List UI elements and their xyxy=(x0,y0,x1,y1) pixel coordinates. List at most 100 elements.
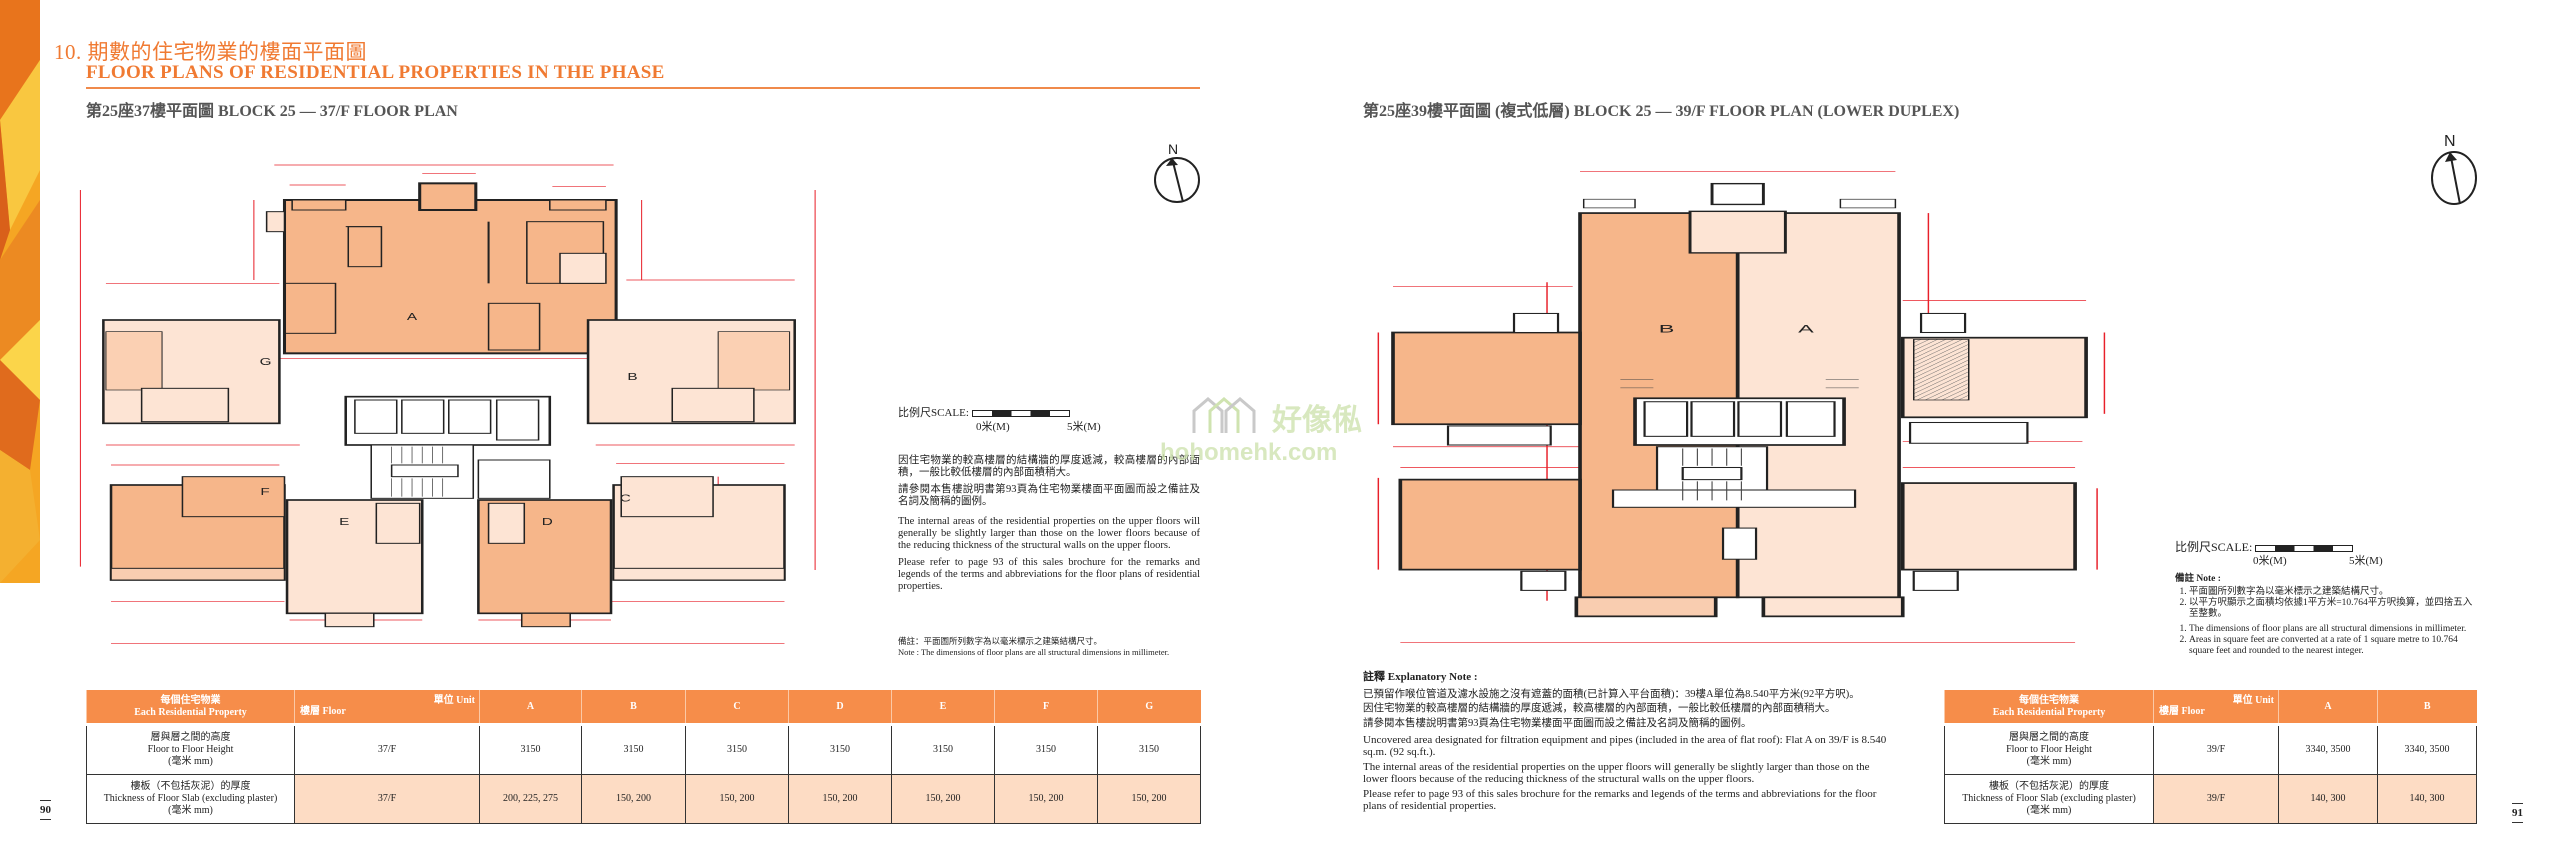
plan-title-39f: 第25座39樓平面圖 (複式低層) BLOCK 25 — 39/F FLOOR … xyxy=(1363,103,1960,120)
value-cell: 3150 xyxy=(479,724,582,775)
floor-plan-39f: B A xyxy=(1360,130,2510,670)
value-cell: 150, 200 xyxy=(581,774,686,824)
unit-a xyxy=(265,182,618,355)
compass-n-label: N xyxy=(1168,141,1178,157)
value-cell: 150, 200 xyxy=(1097,774,1201,824)
floor-cell: 37/F xyxy=(294,724,480,775)
unit-label-b: B xyxy=(627,371,637,383)
explanatory-note: 註釋 Explanatory Note : 已預留作喉位管道及濾水設施之沒有遮蓋… xyxy=(1363,670,1895,815)
note-en-2: Areas in square feet are converted at a … xyxy=(2189,635,2477,657)
explanatory-en-2: The internal areas of the residential pr… xyxy=(1363,761,1870,785)
page-number-right: 91 xyxy=(2512,803,2523,823)
unit-label-a: A xyxy=(1798,322,1815,335)
value-cell: 3150 xyxy=(685,724,789,775)
unit-g xyxy=(102,319,281,425)
value-cell: 140, 300 xyxy=(2377,774,2477,824)
scale-start: 0米(M) xyxy=(2253,555,2287,567)
note-en: Note : The dimensions of floor plans are… xyxy=(898,647,1170,657)
remark-cn-1: 因住宅物業的較高樓層的結構牆的厚度遞減，較高樓層的內部面積，一般比較低樓層的內部… xyxy=(898,455,1200,478)
unit-header-b: B xyxy=(2377,690,2477,726)
unit-header-c: C xyxy=(685,690,789,726)
stair-treads xyxy=(1620,378,1859,501)
explanatory-cn-3: 請參閱本售樓說明書第93頁為住宅物業樓面平面圖而設之備註及名詞及簡稱的圖例。 xyxy=(1363,717,1752,729)
note-cn: 備註：平面圖所列數字為以毫米標示之建築結構尺寸。 xyxy=(898,636,1103,646)
scale-label: 比例尺SCALE: xyxy=(2175,540,2253,554)
note-cn-1: 平面圖所列數字為以毫米標示之建築結構尺寸。 xyxy=(2189,587,2477,598)
plan-title-37f: 第25座37樓平面圖 BLOCK 25 — 37/F FLOOR PLAN xyxy=(86,103,458,120)
value-cell: 150, 200 xyxy=(994,774,1098,824)
unit-label-d: D xyxy=(542,516,553,528)
unit-label-b: B xyxy=(1659,322,1675,335)
unit-e xyxy=(285,499,424,628)
unit-header-f: F xyxy=(994,690,1098,726)
explanatory-cn-1: 已預留作喉位管道及濾水設施之沒有遮蓋的面積(已計算入平台面積)：39樓A單位為8… xyxy=(1363,688,1860,700)
scale-end: 5米(M) xyxy=(1067,421,1101,433)
scale-bar-graphic xyxy=(971,409,1070,417)
filtration-area-hatch xyxy=(1912,339,1970,401)
house-logo-icon xyxy=(1192,397,1256,433)
floor-cell: 39/F xyxy=(2153,774,2279,824)
core-lift-lobby xyxy=(1611,397,1857,560)
unit-label-g: G xyxy=(260,356,272,368)
section-title-en: FLOOR PLANS OF RESIDENTIAL PROPERTIES IN… xyxy=(86,62,665,83)
value-cell: 3340, 3500 xyxy=(2377,724,2477,775)
remark-en-1: The internal areas of the residential pr… xyxy=(898,516,1200,551)
scale-start: 0米(M) xyxy=(976,421,1010,433)
page-number-left: 90 xyxy=(40,800,51,820)
watermark-cn: 好像俬 xyxy=(1272,404,1362,437)
value-cell: 150, 200 xyxy=(685,774,789,824)
scale-end: 5米(M) xyxy=(2349,555,2383,567)
unit-d xyxy=(477,499,613,628)
unit-header-b: B xyxy=(581,690,686,726)
floor-plan-37f: A B C D E F G xyxy=(60,140,860,660)
unit-label-a: A xyxy=(407,311,418,323)
value-cell: 150, 200 xyxy=(891,774,995,824)
title-divider xyxy=(86,87,1200,89)
value-cell: 150, 200 xyxy=(788,774,892,824)
value-cell: 200, 225, 275 xyxy=(479,774,582,824)
remarks-left: 因住宅物業的較高樓層的結構牆的厚度遞減，較高樓層的內部面積，一般比較低樓層的內部… xyxy=(898,455,1200,598)
unit-header-d: D xyxy=(788,690,892,726)
scale-label: 比例尺SCALE: xyxy=(898,407,969,419)
watermark: 好像俬 hohomehk.com xyxy=(1160,395,1410,467)
unit-b xyxy=(586,319,796,425)
floor-cell: 39/F xyxy=(2153,724,2279,775)
compass-n-label: N xyxy=(2444,133,2456,150)
remark-en-2: Please refer to page 93 of this sales br… xyxy=(898,557,1200,592)
unit-header-g: G xyxy=(1097,690,1201,726)
unit-f xyxy=(109,476,286,581)
value-cell: 3150 xyxy=(891,724,995,775)
value-cell: 3340, 3500 xyxy=(2278,724,2378,775)
value-cell: 3150 xyxy=(994,724,1098,775)
section-title-cn: 10. 期數的住宅物業的樓面平面圖 xyxy=(54,40,367,64)
remark-cn-2: 請參閱本售樓說明書第93頁為住宅物業樓面平面圖而設之備註及名詞及簡稱的圖例。 xyxy=(898,484,1200,507)
unit-header-a: A xyxy=(2278,690,2378,726)
value-cell: 140, 300 xyxy=(2278,774,2378,824)
notes-right: 備註 Note : 平面圖所列數字為以毫米標示之建築結構尺寸。 以平方呎顯示之面… xyxy=(2175,574,2477,661)
scale-bar-graphic xyxy=(2255,544,2354,552)
dimension-note-left: 備註：平面圖所列數字為以毫米標示之建築結構尺寸。 Note : The dime… xyxy=(898,636,1208,658)
core-lift-lobby xyxy=(344,395,552,499)
explanatory-en-3: Please refer to page 93 of this sales br… xyxy=(1363,788,1877,812)
unit-label-e: E xyxy=(339,516,350,528)
floor-cell: 37/F xyxy=(294,774,480,824)
explanatory-title: 註釋 Explanatory Note : xyxy=(1363,671,1478,683)
notes-title: 備註 Note : xyxy=(2175,574,2221,584)
unit-label-f: F xyxy=(260,486,269,498)
